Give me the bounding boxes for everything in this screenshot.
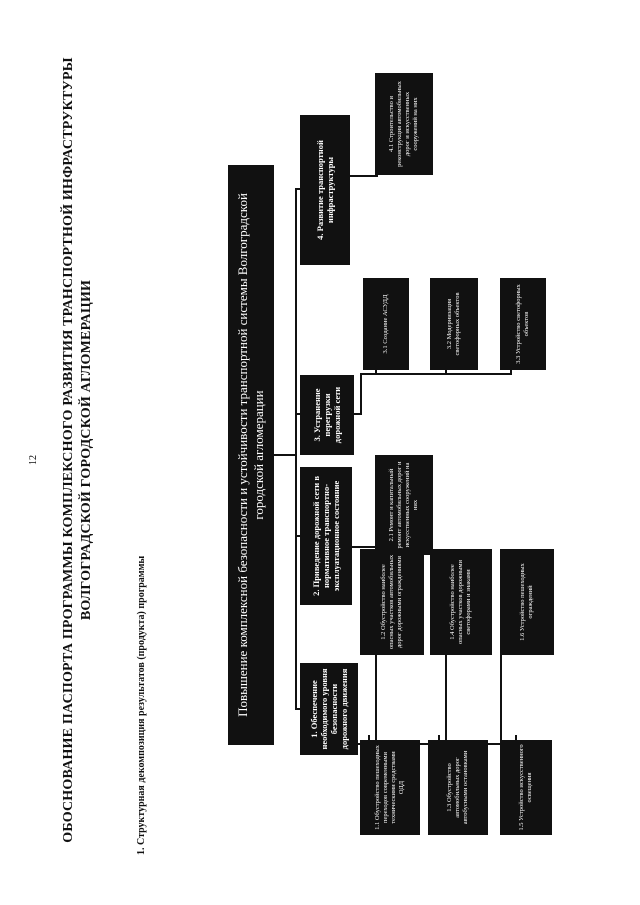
- item-box-2-1: 2.1 Ремонт и капитальный ремонт автомоби…: [375, 455, 433, 555]
- page-number: 12: [28, 455, 39, 465]
- document-title-line-1: ОБОСНОВАНИЕ ПАСПОРТА ПРОГРАММЫ КОМПЛЕКСН…: [61, 57, 76, 843]
- branch-label-3: 3. Устранение перегрузки дорожной сети: [312, 386, 342, 444]
- connector-b4: [350, 175, 378, 177]
- item-text-1-2: 1.2 Обустройство наиболее опасных участк…: [380, 554, 403, 650]
- item-text-3-2: 3.2 Модернизация светофорных объектов: [446, 292, 461, 356]
- branch-label-4: 4. Развитие транспортной инфраструктуры: [315, 140, 335, 240]
- connector-b1-2: [375, 651, 377, 745]
- item-text-1-1: 1.1 Обустройство пешеходных переходов со…: [374, 745, 405, 830]
- item-box-1-2: 1.2 Обустройство наиболее опасных участк…: [360, 549, 424, 655]
- connector-branch-bus: [295, 189, 297, 710]
- item-text-1-3: 1.3 Обустройство автомобильных дорог авт…: [446, 750, 469, 825]
- item-box-1-6: 1.6 Устройство пешеходных ограждений: [500, 549, 554, 655]
- item-box-3-3: 3.3 Устройство светофорных объектов: [500, 278, 546, 370]
- item-box-1-5: 1.5 Устройство искусственного освещения: [500, 740, 552, 835]
- branch-box-4: 4. Развитие транспортной инфраструктуры: [300, 115, 350, 265]
- connector-b1-6: [500, 651, 502, 745]
- item-box-1-1: 1.1 Обустройство пешеходных переходов со…: [360, 740, 420, 835]
- item-box-3-1: 3.1 Создание АСУДД: [363, 278, 409, 370]
- item-text-3-3: 3.3 Устройство светофорных объектов: [515, 284, 530, 364]
- branch-label-2: 2. Приведение дорожной сети в нормативно…: [311, 476, 341, 596]
- connector-b3-top: [360, 373, 362, 415]
- root-goal-text: Повышение комплексной безопасности и уст…: [235, 193, 266, 717]
- branch-box-3: 3. Устранение перегрузки дорожной сети: [300, 375, 354, 455]
- connector-root-stem: [274, 454, 296, 456]
- item-box-3-2: 3.2 Модернизация светофорных объектов: [430, 278, 478, 370]
- branch-box-2: 2. Приведение дорожной сети в нормативно…: [300, 467, 352, 605]
- root-goal-box: Повышение комплексной безопасности и уст…: [228, 165, 274, 745]
- item-text-3-1: 3.1 Создание АСУДД: [382, 294, 389, 354]
- branch-label-1: 1. Обеспечение необходимого уровня безоп…: [309, 668, 349, 750]
- item-text-1-6: 1.6 Устройство пешеходных ограждений: [519, 563, 534, 641]
- item-text-1-5: 1.5 Устройство искусственного освещения: [518, 744, 533, 831]
- connector-b1-4: [445, 651, 447, 745]
- section-heading: 1. Структурная декомпозиция результатов …: [136, 555, 147, 855]
- item-text-1-4: 1.4 Обустройство наиболее опасных участк…: [449, 560, 472, 644]
- item-text-2-1: 2.1 Ремонт и капитальный ремонт автомоби…: [388, 461, 419, 549]
- item-box-1-4: 1.4 Обустройство наиболее опасных участк…: [430, 549, 492, 655]
- item-box-1-3: 1.3 Обустройство автомобильных дорог авт…: [428, 740, 488, 835]
- item-box-4-1: 4.1 Строительство и реконструкция автомо…: [375, 73, 433, 175]
- item-text-4-1: 4.1 Строительство и реконструкция автомо…: [388, 81, 419, 167]
- connector-b3-stem: [360, 373, 510, 375]
- document-title-line-2: ВОЛГОГРАДСКОЙ ГОРОДСКОЙ АГЛОМЕРАЦИИ: [79, 279, 94, 621]
- branch-box-1: 1. Обеспечение необходимого уровня безоп…: [300, 663, 358, 755]
